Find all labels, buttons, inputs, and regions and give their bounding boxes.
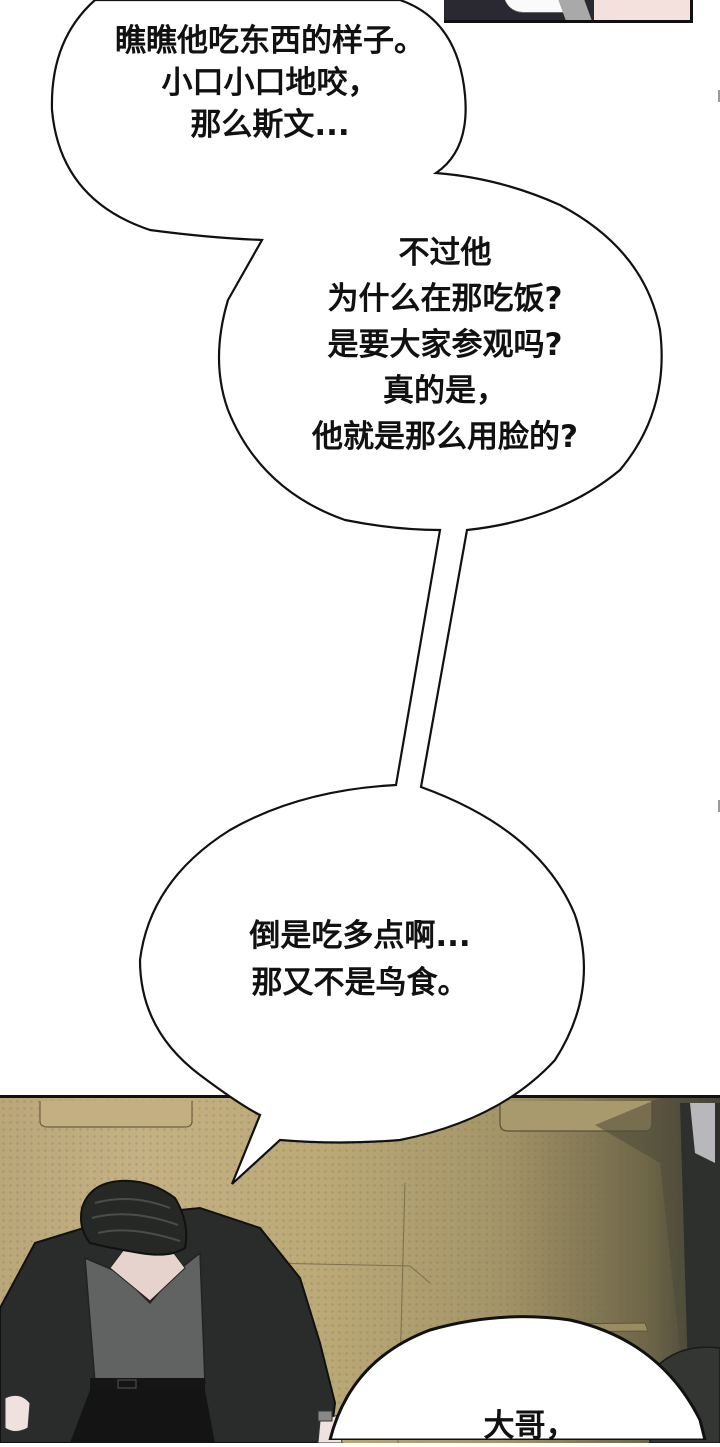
- bubble-4-text: 大哥，: [483, 1408, 577, 1444]
- edge-marker: [718, 90, 720, 102]
- top-partial-panel: [444, 0, 693, 23]
- bubble-3-text: 倒是吃多点啊... 那又不是鸟食。: [249, 918, 471, 1001]
- bubble-1-text: 瞧瞧他吃东西的样子。 小口小口地咬， 那么斯文...: [115, 23, 425, 143]
- edge-marker: [718, 800, 720, 812]
- bubble-1-shape: [50, 0, 663, 1185]
- bubble-2-text: 不过他 为什么在那吃饭? 是要大家参观吗? 真的是， 他就是那么用脸的?: [312, 235, 578, 455]
- skin-area: [594, 0, 690, 20]
- bubble-4-shape: [328, 1315, 707, 1440]
